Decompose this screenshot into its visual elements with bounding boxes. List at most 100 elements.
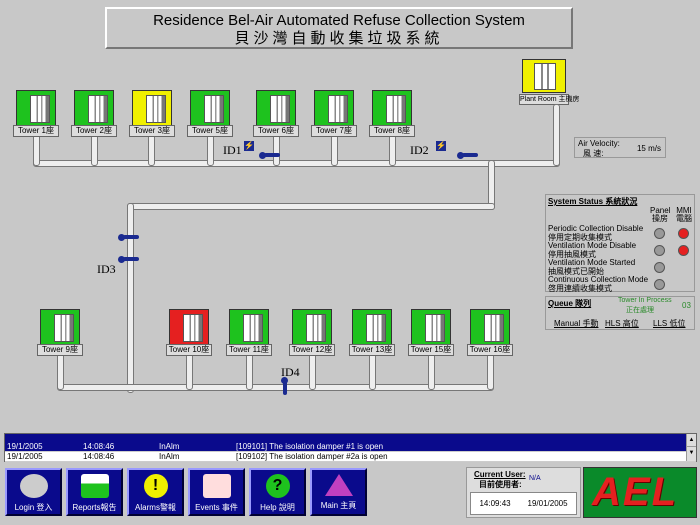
damper-id2-valve[interactable] <box>457 152 464 159</box>
event-row[interactable]: 19/1/2005 14:08:46 InAlm [109102] The is… <box>5 452 696 462</box>
damper-id3-handle-a[interactable] <box>123 235 139 239</box>
pipe-t13-drop <box>369 352 376 390</box>
pipe-t8-drop <box>389 133 396 166</box>
queue-lls[interactable]: LLS 低位 <box>653 319 686 328</box>
pipe-t5-drop <box>207 133 214 166</box>
tower-status <box>132 90 172 126</box>
status-panel-led-periodic <box>654 228 665 239</box>
queue-title: Queue 隊列 <box>548 299 592 308</box>
building-icon <box>204 95 224 123</box>
tower-label: Tower 13座 <box>349 344 395 356</box>
tower-11[interactable]: Tower 11座 <box>226 309 276 356</box>
alarms-button[interactable]: ! Alarms警報 <box>127 468 184 516</box>
scroll-down-icon[interactable]: ▼ <box>688 450 695 456</box>
main-button[interactable]: Main 主頁 <box>310 468 367 516</box>
air-velocity-panel: Air Velocity: 風 速: 15 m/s <box>574 137 666 158</box>
status-item-continuous: Continuous Collection Mode 啓用連續收集模式 <box>548 275 649 293</box>
damper-id4-handle[interactable] <box>283 380 287 395</box>
tower-status <box>16 90 56 126</box>
damper-id3-valve-b[interactable] <box>118 256 125 263</box>
tower-12[interactable]: Tower 12座 <box>289 309 339 356</box>
tower-status <box>74 90 114 126</box>
pipe-left-vertical <box>127 203 134 393</box>
system-status-panel: System Status 系統狀況 Panel 操房 MMI 電腦 Perio… <box>545 194 695 293</box>
tower-2[interactable]: Tower 2座 <box>71 90 121 137</box>
damper-id1-valve[interactable] <box>259 152 266 159</box>
damper-id3-handle-b[interactable] <box>123 257 139 261</box>
pipe-t3-drop <box>148 133 155 166</box>
pipe-t2-drop <box>91 133 98 166</box>
tower-1[interactable]: Tower 1座 <box>13 90 63 137</box>
damper-id2-handle[interactable] <box>462 153 478 157</box>
tower-13[interactable]: Tower 13座 <box>349 309 399 356</box>
queue-panel: Queue 隊列 Tower In Process 正在處理 03 Manual… <box>545 296 695 330</box>
building-icon <box>146 95 166 123</box>
damper-id1-handle[interactable] <box>264 153 280 157</box>
events-button[interactable]: Events 事件 <box>188 468 245 516</box>
tower-15[interactable]: Tower 15座 <box>408 309 458 356</box>
queue-tower-in-process-zh: 正在處理 <box>626 307 654 314</box>
tower-16[interactable]: Tower 16座 <box>467 309 517 356</box>
damper-id4-label: ID4 <box>281 365 300 379</box>
clock-date: 19/01/2005 <box>527 499 568 508</box>
tower-status <box>352 309 392 345</box>
scroll-up-icon[interactable]: ▲ <box>687 434 696 447</box>
tower-7[interactable]: Tower 7座 <box>311 90 361 137</box>
status-mmi-led-ventilation-disable <box>678 245 689 256</box>
building-icon <box>88 95 108 123</box>
tower-status <box>256 90 296 126</box>
reports-button[interactable]: Reports報告 <box>66 468 123 516</box>
event-log-header <box>5 434 696 442</box>
pipe-t10-drop <box>186 352 193 390</box>
pipe-t9-drop <box>57 352 64 390</box>
queue-hls[interactable]: HLS 高位 <box>605 319 639 328</box>
title-box: Residence Bel-Air Automated Refuse Colle… <box>105 7 573 49</box>
tower-5[interactable]: Tower 5座 <box>187 90 237 137</box>
tower-status <box>169 309 209 345</box>
air-velocity-label: Air Velocity: <box>578 139 620 148</box>
event-log[interactable]: 19/1/2005 14:08:46 InAlm [109101] The is… <box>4 433 697 462</box>
tower-9[interactable]: Tower 9座 <box>37 309 87 356</box>
building-icon <box>386 95 406 123</box>
alarm-icon: ! <box>143 474 168 498</box>
building-icon <box>54 314 74 342</box>
tower-label: Tower 6座 <box>253 125 299 137</box>
tower-label: Tower 3座 <box>129 125 175 137</box>
ael-logo: AEL <box>583 467 697 518</box>
tower-label: Tower 2座 <box>71 125 117 137</box>
status-item-ventilation-disable: Ventilation Mode Disable 停用抽風模式 <box>548 241 637 259</box>
tower-label: Tower 11座 <box>226 344 272 356</box>
current-user-label: Current User: <box>474 470 526 479</box>
login-icon <box>19 474 48 498</box>
event-log-scrollbar[interactable]: ▲ ▼ <box>686 434 696 461</box>
help-icon: ? <box>265 474 290 498</box>
status-mmi-led-periodic <box>678 228 689 239</box>
tower-status <box>372 90 412 126</box>
system-status-col-panel: Panel 操房 <box>650 206 671 223</box>
pipe-top-main <box>33 160 560 167</box>
queue-tower-in-process-value: 03 <box>682 301 691 310</box>
tower-6[interactable]: Tower 6座 <box>253 90 303 137</box>
tower-status <box>411 309 451 345</box>
tower-status <box>190 90 230 126</box>
building-icon <box>183 314 203 342</box>
tower-status <box>229 309 269 345</box>
tower-label: Tower 15座 <box>408 344 454 356</box>
tower-10[interactable]: Tower 10座 <box>166 309 216 356</box>
queue-manual[interactable]: Manual 手動 <box>554 319 599 328</box>
plant-room-icon <box>534 63 556 90</box>
tower-3[interactable]: Tower 3座 <box>129 90 179 137</box>
damper-id2-lightning-icon[interactable]: ⚡ <box>436 141 446 151</box>
tower-8[interactable]: Tower 8座 <box>369 90 419 137</box>
status-panel-led-continuous <box>654 279 665 290</box>
login-button[interactable]: Login 登入 <box>5 468 62 516</box>
building-icon <box>484 314 504 342</box>
plant-room[interactable]: Plant Room 主機房 <box>519 59 580 105</box>
damper-id3-valve-a[interactable] <box>118 234 125 241</box>
plant-room-label: Plant Room 主機房 <box>519 94 580 105</box>
event-row[interactable]: 19/1/2005 14:08:46 InAlm [109101] The is… <box>5 442 696 452</box>
status-panel-led-ventilation-started <box>654 262 665 273</box>
damper-id1-lightning-icon[interactable]: ⚡ <box>244 141 254 151</box>
help-button[interactable]: ? Help 說明 <box>249 468 306 516</box>
pipe-middle-horizontal <box>127 203 495 210</box>
